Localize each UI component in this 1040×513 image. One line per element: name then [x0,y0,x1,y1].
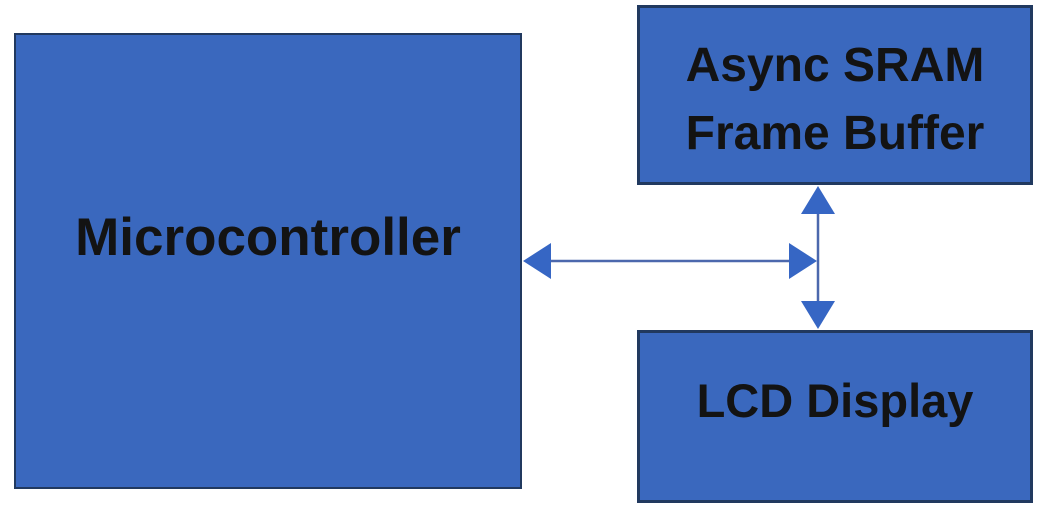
node-lcd-display: LCD Display [637,330,1033,503]
sram-label: Async SRAM Frame Buffer [686,32,985,168]
sram-label-line2: Frame Buffer [685,107,985,160]
microcontroller-label: Microcontroller [75,207,461,267]
node-async-sram-frame-buffer: Async SRAM Frame Buffer [637,5,1033,185]
vertical-double-arrow [801,186,835,329]
sram-label-line1: Async SRAM [685,39,985,92]
horizontal-double-arrow [523,243,817,279]
node-microcontroller: Microcontroller [14,33,522,489]
lcd-label: LCD Display [696,374,974,427]
